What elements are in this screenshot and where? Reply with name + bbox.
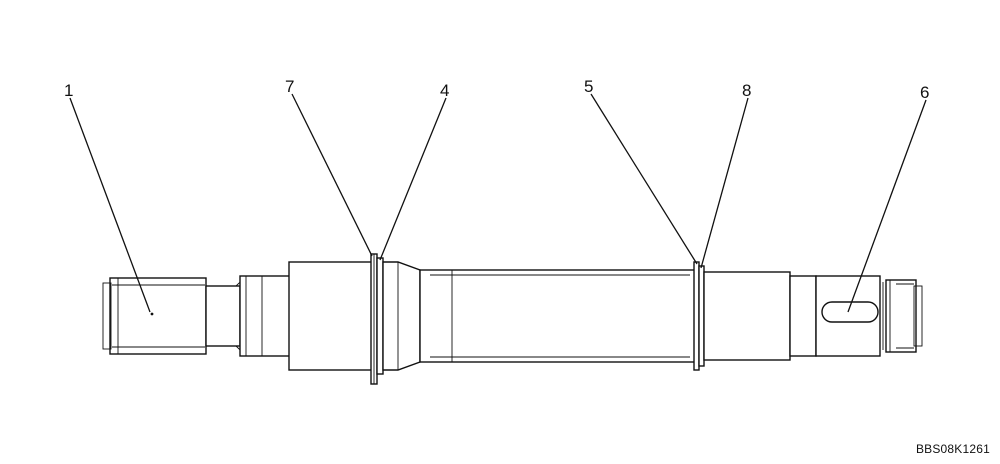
leader-8 bbox=[700, 97, 749, 269]
right-step bbox=[789, 275, 817, 357]
right-ring-assembly bbox=[693, 261, 705, 371]
callout-6: 6 bbox=[920, 83, 929, 102]
callout-8: 8 bbox=[742, 81, 751, 100]
right-threaded-end bbox=[885, 279, 923, 353]
leader-1 bbox=[69, 97, 151, 313]
leader-4 bbox=[379, 97, 447, 261]
leader-7 bbox=[291, 93, 373, 257]
left-ring-assembly bbox=[370, 253, 384, 385]
central-shaft bbox=[419, 269, 697, 363]
callout-4: 4 bbox=[440, 81, 449, 100]
left-end-section bbox=[102, 277, 207, 355]
callout-1: 1 bbox=[64, 81, 73, 100]
leader-5 bbox=[590, 93, 698, 265]
drawing-id: BBS08K1261 bbox=[915, 442, 990, 456]
callout-7: 7 bbox=[285, 77, 294, 96]
leader-6 bbox=[847, 99, 927, 313]
taper-section bbox=[382, 261, 421, 371]
main-collar bbox=[288, 261, 374, 371]
callout-5: 5 bbox=[584, 77, 593, 96]
keyed-section bbox=[815, 275, 884, 357]
left-shoulder bbox=[239, 275, 291, 357]
right-journal bbox=[703, 271, 791, 361]
